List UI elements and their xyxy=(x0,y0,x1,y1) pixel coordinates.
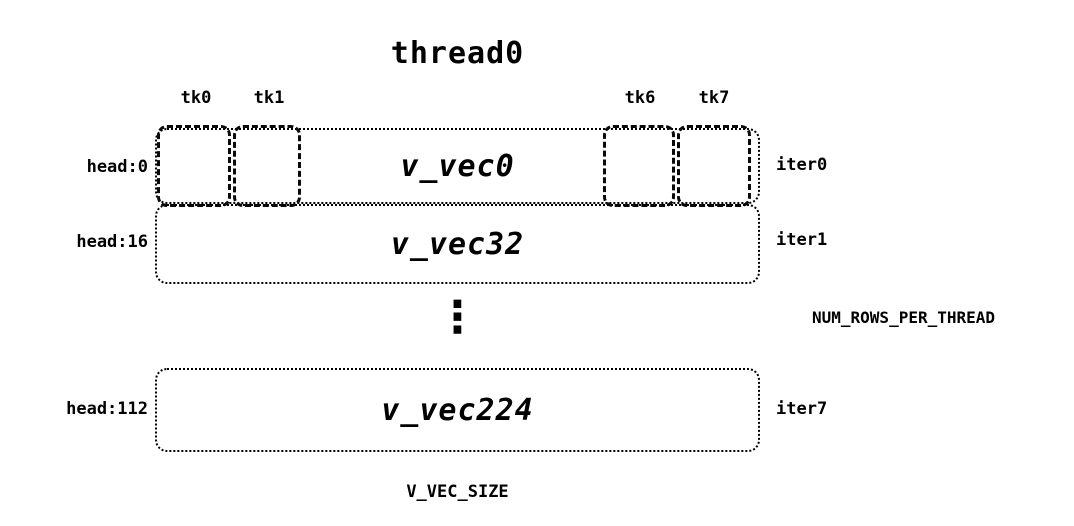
tk7-box xyxy=(677,125,751,207)
head-label-2: head:112 xyxy=(66,399,148,419)
num-rows-per-thread-label: NUM_ROWS_PER_THREAD xyxy=(812,308,996,327)
ellipsis: ⋮ xyxy=(435,292,480,343)
vec-box-iter0: v_vec0 xyxy=(155,128,760,204)
iter-label-0: iter0 xyxy=(776,155,828,175)
v-vec-size-label: V_VEC_SIZE xyxy=(406,482,509,502)
head-label-0: head:0 xyxy=(86,157,148,177)
tk-label-6: tk6 xyxy=(624,88,656,108)
vec-box-iter7: v_vec224 xyxy=(155,368,760,452)
tk1-box xyxy=(233,125,301,207)
tk-label-7: tk7 xyxy=(698,88,730,108)
diagram-title: thread0 xyxy=(390,36,525,71)
vec-label-iter1: v_vec32 xyxy=(390,226,525,262)
iter-label-1: iter1 xyxy=(776,230,828,250)
tk0-box xyxy=(157,125,231,207)
head-label-1: head:16 xyxy=(76,232,148,252)
vec-box-iter1: v_vec32 xyxy=(155,204,760,284)
tk-label-0: tk0 xyxy=(180,88,212,108)
tk6-box xyxy=(603,125,675,207)
vec-label-iter0: v_vec0 xyxy=(400,148,515,184)
iter-label-7: iter7 xyxy=(776,399,828,419)
vec-label-iter7: v_vec224 xyxy=(381,392,534,428)
tk-label-1: tk1 xyxy=(253,88,285,108)
